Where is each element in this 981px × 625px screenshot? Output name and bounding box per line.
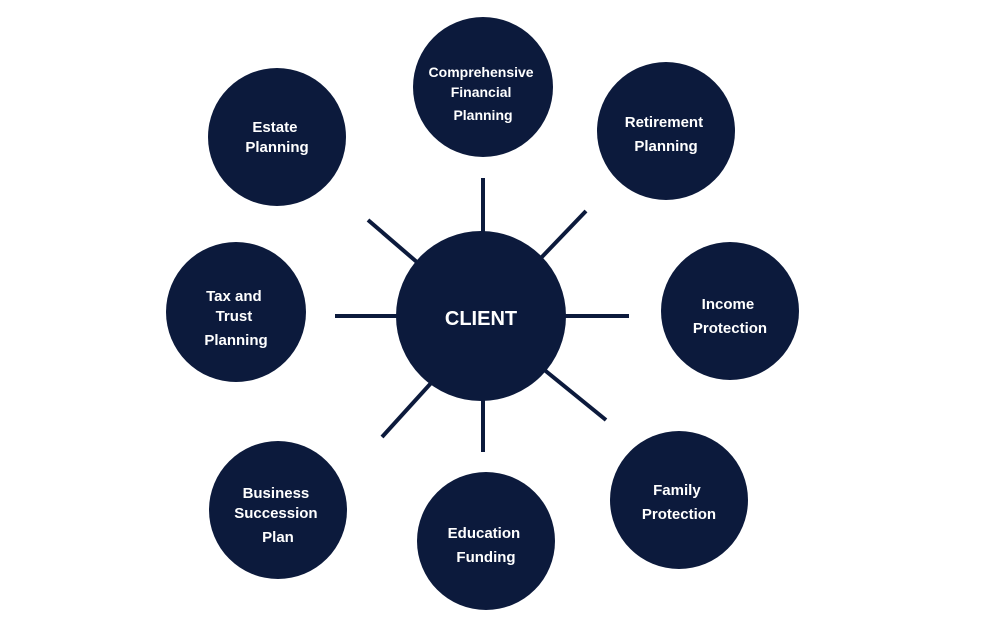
node-label-line: Financial: [451, 84, 512, 100]
node-comprehensive-financial-planning: Comprehensive Financial Planning: [413, 17, 553, 157]
node-label: Income Protection: [693, 296, 767, 337]
node-label: Business Succession Plan: [234, 485, 322, 546]
node-estate-planning: Estate Planning: [208, 68, 346, 206]
node-label-line: Tax and: [206, 288, 262, 305]
node-retirement-planning: Retirement Planning: [597, 62, 735, 200]
node-label-line: Succession: [234, 505, 317, 522]
node-family-protection: Family Protection: [610, 431, 748, 569]
node-label: Family Protection: [642, 482, 716, 523]
spoke-down-left: [380, 380, 434, 439]
node-label-line: Plan: [262, 529, 294, 546]
node-label-line: Income: [702, 296, 755, 313]
center-node: CLIENT: [396, 231, 566, 401]
node-label: Retirement Planning: [625, 114, 708, 155]
node-label-line: Business: [243, 485, 310, 502]
node-label-line: Estate: [252, 119, 297, 136]
node-circle: [661, 242, 799, 380]
node-label: Tax and Trust Planning: [204, 288, 267, 349]
node-circle: [166, 242, 306, 382]
node-tax-and-trust-planning: Tax and Trust Planning: [166, 242, 306, 382]
node-circle: [610, 431, 748, 569]
node-label-line: Planning: [245, 139, 308, 156]
spoke-up-left: [366, 218, 420, 265]
node-label-line: Trust: [216, 308, 253, 325]
node-education-funding: Education Funding: [417, 472, 555, 610]
node-label: Education Funding: [448, 525, 525, 566]
node-label-line: Comprehensive: [429, 64, 534, 80]
node-label-line: Protection: [642, 506, 716, 523]
node-income-protection: Income Protection: [661, 242, 799, 380]
center-label: CLIENT: [445, 308, 517, 330]
node-circle: [597, 62, 735, 200]
node-business-succession-plan: Business Succession Plan: [209, 441, 347, 579]
node-label: Estate Planning: [245, 119, 308, 156]
node-circle: [209, 441, 347, 579]
spokes: [335, 178, 629, 452]
node-label-line: Protection: [693, 320, 767, 337]
node-circle: [417, 472, 555, 610]
node-label-line: Planning: [204, 332, 267, 349]
node-label: Comprehensive Financial Planning: [429, 64, 538, 123]
node-circle: [413, 17, 553, 157]
node-label-line: Education: [448, 525, 521, 542]
node-circle: [208, 68, 346, 206]
node-label-line: Planning: [634, 138, 697, 155]
spoke-up-right: [537, 209, 588, 262]
center-circle: [396, 231, 566, 401]
spoke-down-right: [540, 366, 608, 422]
node-label-line: Family: [653, 482, 701, 499]
node-label-line: Funding: [456, 549, 515, 566]
node-label-line: Retirement: [625, 114, 703, 131]
node-label-line: Planning: [453, 107, 512, 123]
